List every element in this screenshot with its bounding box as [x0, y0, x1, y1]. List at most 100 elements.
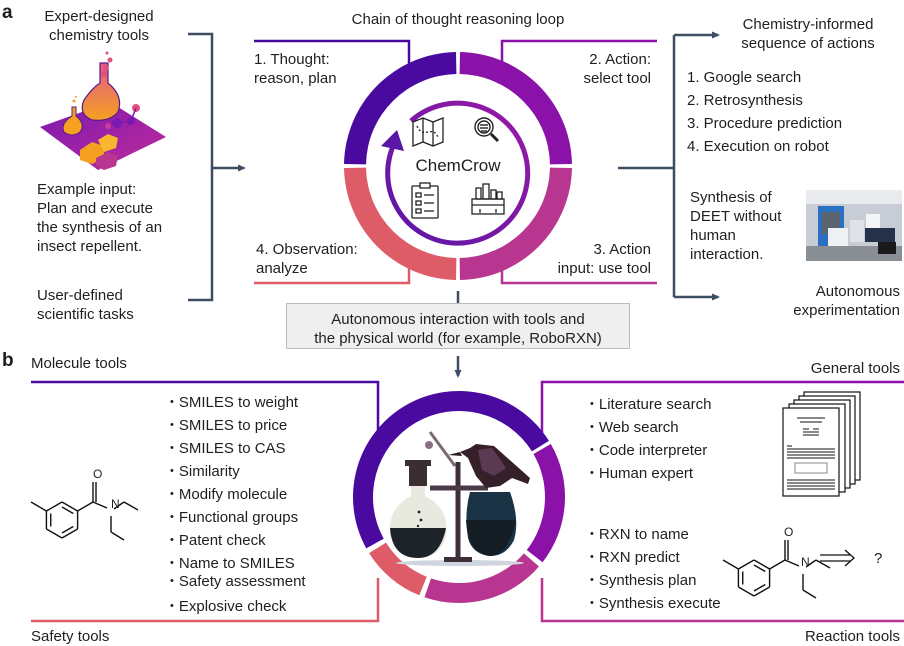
reasoning-loop-segment — [459, 52, 572, 165]
chemical-bond — [30, 501, 47, 512]
chemical-bond — [92, 501, 108, 509]
chemical-bond — [738, 586, 755, 597]
sequence-title-line: sequence of actions — [741, 35, 875, 52]
chemical-bond — [77, 501, 94, 512]
reaction-tools-title: Reaction tools — [804, 628, 900, 645]
general-tool-item: Human expert — [590, 463, 711, 486]
chemical-bond — [753, 564, 766, 573]
reaction-tools-list: RXN to name RXN predict Synthesis plan S… — [590, 524, 721, 616]
chemical-bond — [46, 528, 63, 539]
reaction-tool-item: RXN predict — [590, 547, 721, 570]
chemical-bond — [753, 559, 770, 570]
safety-tools-title: Safety tools — [31, 628, 110, 645]
molecule-tool-item: Name to SMILES — [170, 553, 298, 576]
retrosynthesis-arrow-icon — [820, 549, 855, 567]
step-3-action-input-label: 3. Action input: use tool — [520, 240, 651, 278]
chemical-bond — [46, 501, 63, 512]
expert-tools-title-line: chemistry tools — [48, 27, 150, 44]
tool-category-segment — [526, 444, 565, 563]
chemical-bond — [110, 531, 125, 541]
chemical-bond — [769, 559, 786, 570]
chemical-bond — [738, 559, 755, 570]
autonomous-line: Autonomous — [815, 283, 900, 300]
toolbox-icon — [471, 183, 505, 215]
chemical-bond — [123, 501, 139, 511]
chemcrow-center-label: ChemCrow — [415, 156, 501, 175]
reasoning-loop-segment — [344, 52, 457, 165]
expert-tools-title: Expert-designed chemistry tools — [34, 7, 164, 45]
safety-tool-item: Explosive check — [170, 595, 306, 620]
synthesis-note-line: human — [690, 227, 736, 244]
chemical-bond — [753, 586, 770, 597]
step-label-line: 1. Thought: — [254, 51, 330, 68]
general-tool-item: Literature search — [590, 394, 712, 417]
general-tools-list: Literature search Web search Code interp… — [590, 394, 712, 486]
reaction-tool-item: Synthesis execute — [590, 593, 721, 616]
chemical-bond — [61, 528, 78, 539]
reasoning-loop-title: Chain of thought reasoning loop — [351, 11, 565, 28]
molecule-tool-item: SMILES to CAS — [170, 438, 298, 461]
step-label-line: reason, plan — [254, 70, 337, 87]
step-label-line: select tool — [583, 70, 651, 87]
nitrogen-atom-label: N — [111, 497, 120, 511]
synthesis-note-line: Synthesis of — [690, 189, 772, 206]
general-tool-item: Web search — [590, 417, 711, 440]
chemical-bond — [802, 589, 817, 599]
interaction-box-line: the physical world (for example, RoboRXN… — [314, 330, 602, 347]
left-bracket-connector — [188, 32, 246, 302]
molecule-tool-item: Functional groups — [170, 507, 298, 530]
oxygen-atom-label: O — [784, 525, 794, 539]
general-tool-item: Code interpreter — [590, 440, 711, 463]
nitrogen-atom-label: N — [801, 555, 810, 569]
chemical-bond — [753, 583, 766, 592]
chemical-bond — [61, 525, 74, 534]
reasoning-loop-segment — [459, 167, 572, 280]
panel-b-label: b — [2, 350, 14, 371]
molecule-tool-item: SMILES to weight — [170, 392, 298, 415]
deet-synthesis-note: Synthesis of DEET without human interact… — [690, 188, 781, 264]
reaction-tool-item: RXN to name — [590, 524, 721, 547]
sequence-of-actions-title: Chemistry-informed sequence of actions — [718, 15, 898, 53]
retrosynthesis-unknown-label: ? — [874, 550, 883, 567]
step-4-observation-label: 4. Observation: analyze — [256, 240, 358, 278]
action-sequence-item: 4. Execution on robot — [687, 138, 829, 155]
autonomous-line: experimentation — [793, 302, 900, 319]
reasoning-loop-ring — [344, 52, 572, 280]
tool-category-segment — [369, 542, 427, 596]
chemical-bond — [113, 501, 125, 510]
step-label-line: input: use tool — [557, 260, 651, 277]
deet-retrosynthesis-structure — [722, 540, 831, 599]
checklist-clipboard-icon — [411, 182, 439, 219]
action-sequence-item: 3. Procedure prediction — [687, 115, 843, 132]
molecule-tools-list: SMILES to weight SMILES to price SMILES … — [170, 392, 298, 576]
chemical-bond — [722, 559, 739, 570]
user-tasks-line: scientific tasks — [37, 306, 134, 323]
example-input-line: insect repellent. — [37, 238, 143, 255]
roborxn-lab-photo — [806, 190, 902, 261]
search-magnifier-icon — [474, 117, 500, 143]
inner-cycle-arrow — [381, 100, 531, 246]
user-tasks-line: User-defined — [37, 287, 123, 304]
action-sequence-item: 2. Retrosynthesis — [687, 92, 803, 109]
chemical-bond — [815, 559, 831, 569]
tool-category-frames — [31, 380, 904, 623]
interaction-box-line: Autonomous interaction with tools and — [331, 311, 585, 328]
step-2-action-label: 2. Action: select tool — [540, 50, 651, 88]
tool-category-segment — [352, 390, 549, 549]
panel-a-label: a — [2, 2, 13, 23]
chemcrow-flask-crow-illustration — [389, 431, 530, 566]
general-tools-title: General tools — [810, 360, 900, 377]
step-label-line: 2. Action: — [589, 51, 651, 68]
documents-stack-icon — [782, 391, 861, 497]
chemistry-tools-illustration — [40, 51, 166, 170]
sequence-title-line: Chemistry-informed — [742, 16, 874, 33]
deet-molecule-structure — [30, 482, 139, 541]
example-input-text: Example input: Plan and execute the synt… — [37, 180, 162, 256]
molecule-tool-item: SMILES to price — [170, 415, 298, 438]
oxygen-atom-label: O — [93, 467, 103, 481]
tool-categories-ring — [352, 390, 565, 604]
reaction-tool-item: Synthesis plan — [590, 570, 721, 593]
synthesis-note-line: DEET without — [690, 208, 782, 225]
autonomous-experimentation-label: Autonomous experimentation — [760, 282, 900, 320]
autonomous-interaction-box: Autonomous interaction with tools and th… — [286, 303, 630, 349]
